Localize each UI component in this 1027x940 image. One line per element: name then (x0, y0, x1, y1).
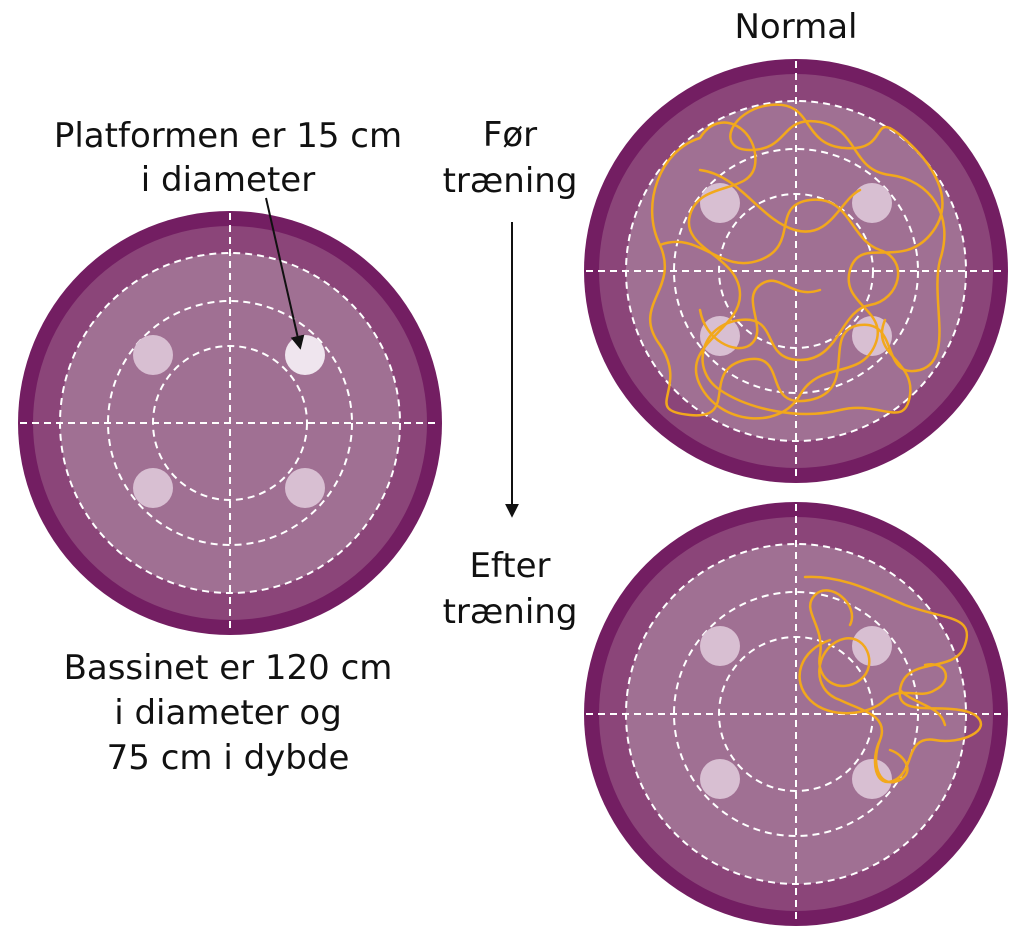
platform-position-sw (133, 468, 173, 508)
pool-guide-lines (586, 504, 1006, 924)
guide-ring-middle (673, 148, 919, 394)
after-label-line1: Efter (469, 546, 550, 586)
before-label-line1: Før (483, 115, 537, 155)
platform-label-line1: Platformen er 15 cm (54, 116, 402, 156)
platform-label-line2: i diameter (141, 160, 315, 200)
pool-after-training (584, 502, 1008, 926)
pool-schematic (18, 211, 442, 635)
swim-path-before-extra (658, 168, 912, 416)
pool-before-training (584, 59, 1008, 483)
platform-target (285, 335, 325, 375)
swim-path-after (798, 575, 983, 784)
arrow-pointer-icon (265, 197, 305, 350)
platform-position-se (285, 468, 325, 508)
before-label-line2: træning (443, 161, 578, 201)
guide-ring-middle (673, 591, 919, 837)
normal-label: Normal (734, 7, 857, 47)
platform-position-sw (700, 759, 740, 799)
platform-position-se (852, 759, 892, 799)
swim-path-before (648, 103, 946, 420)
platform-position-nw (133, 335, 173, 375)
platform-position-ne (852, 626, 892, 666)
guide-ring-middle (107, 300, 353, 546)
pool-label-line1: Bassinet er 120 cm (64, 648, 393, 688)
platform-position-ne (852, 183, 892, 223)
pool-label-line2: i diameter og (114, 693, 342, 733)
after-label-line2: træning (443, 592, 578, 632)
pool-label-line3: 75 cm i dybde (107, 738, 350, 778)
platform-position-nw (700, 626, 740, 666)
pool-guide-lines (586, 61, 1006, 481)
pool-guide-lines (20, 213, 440, 633)
